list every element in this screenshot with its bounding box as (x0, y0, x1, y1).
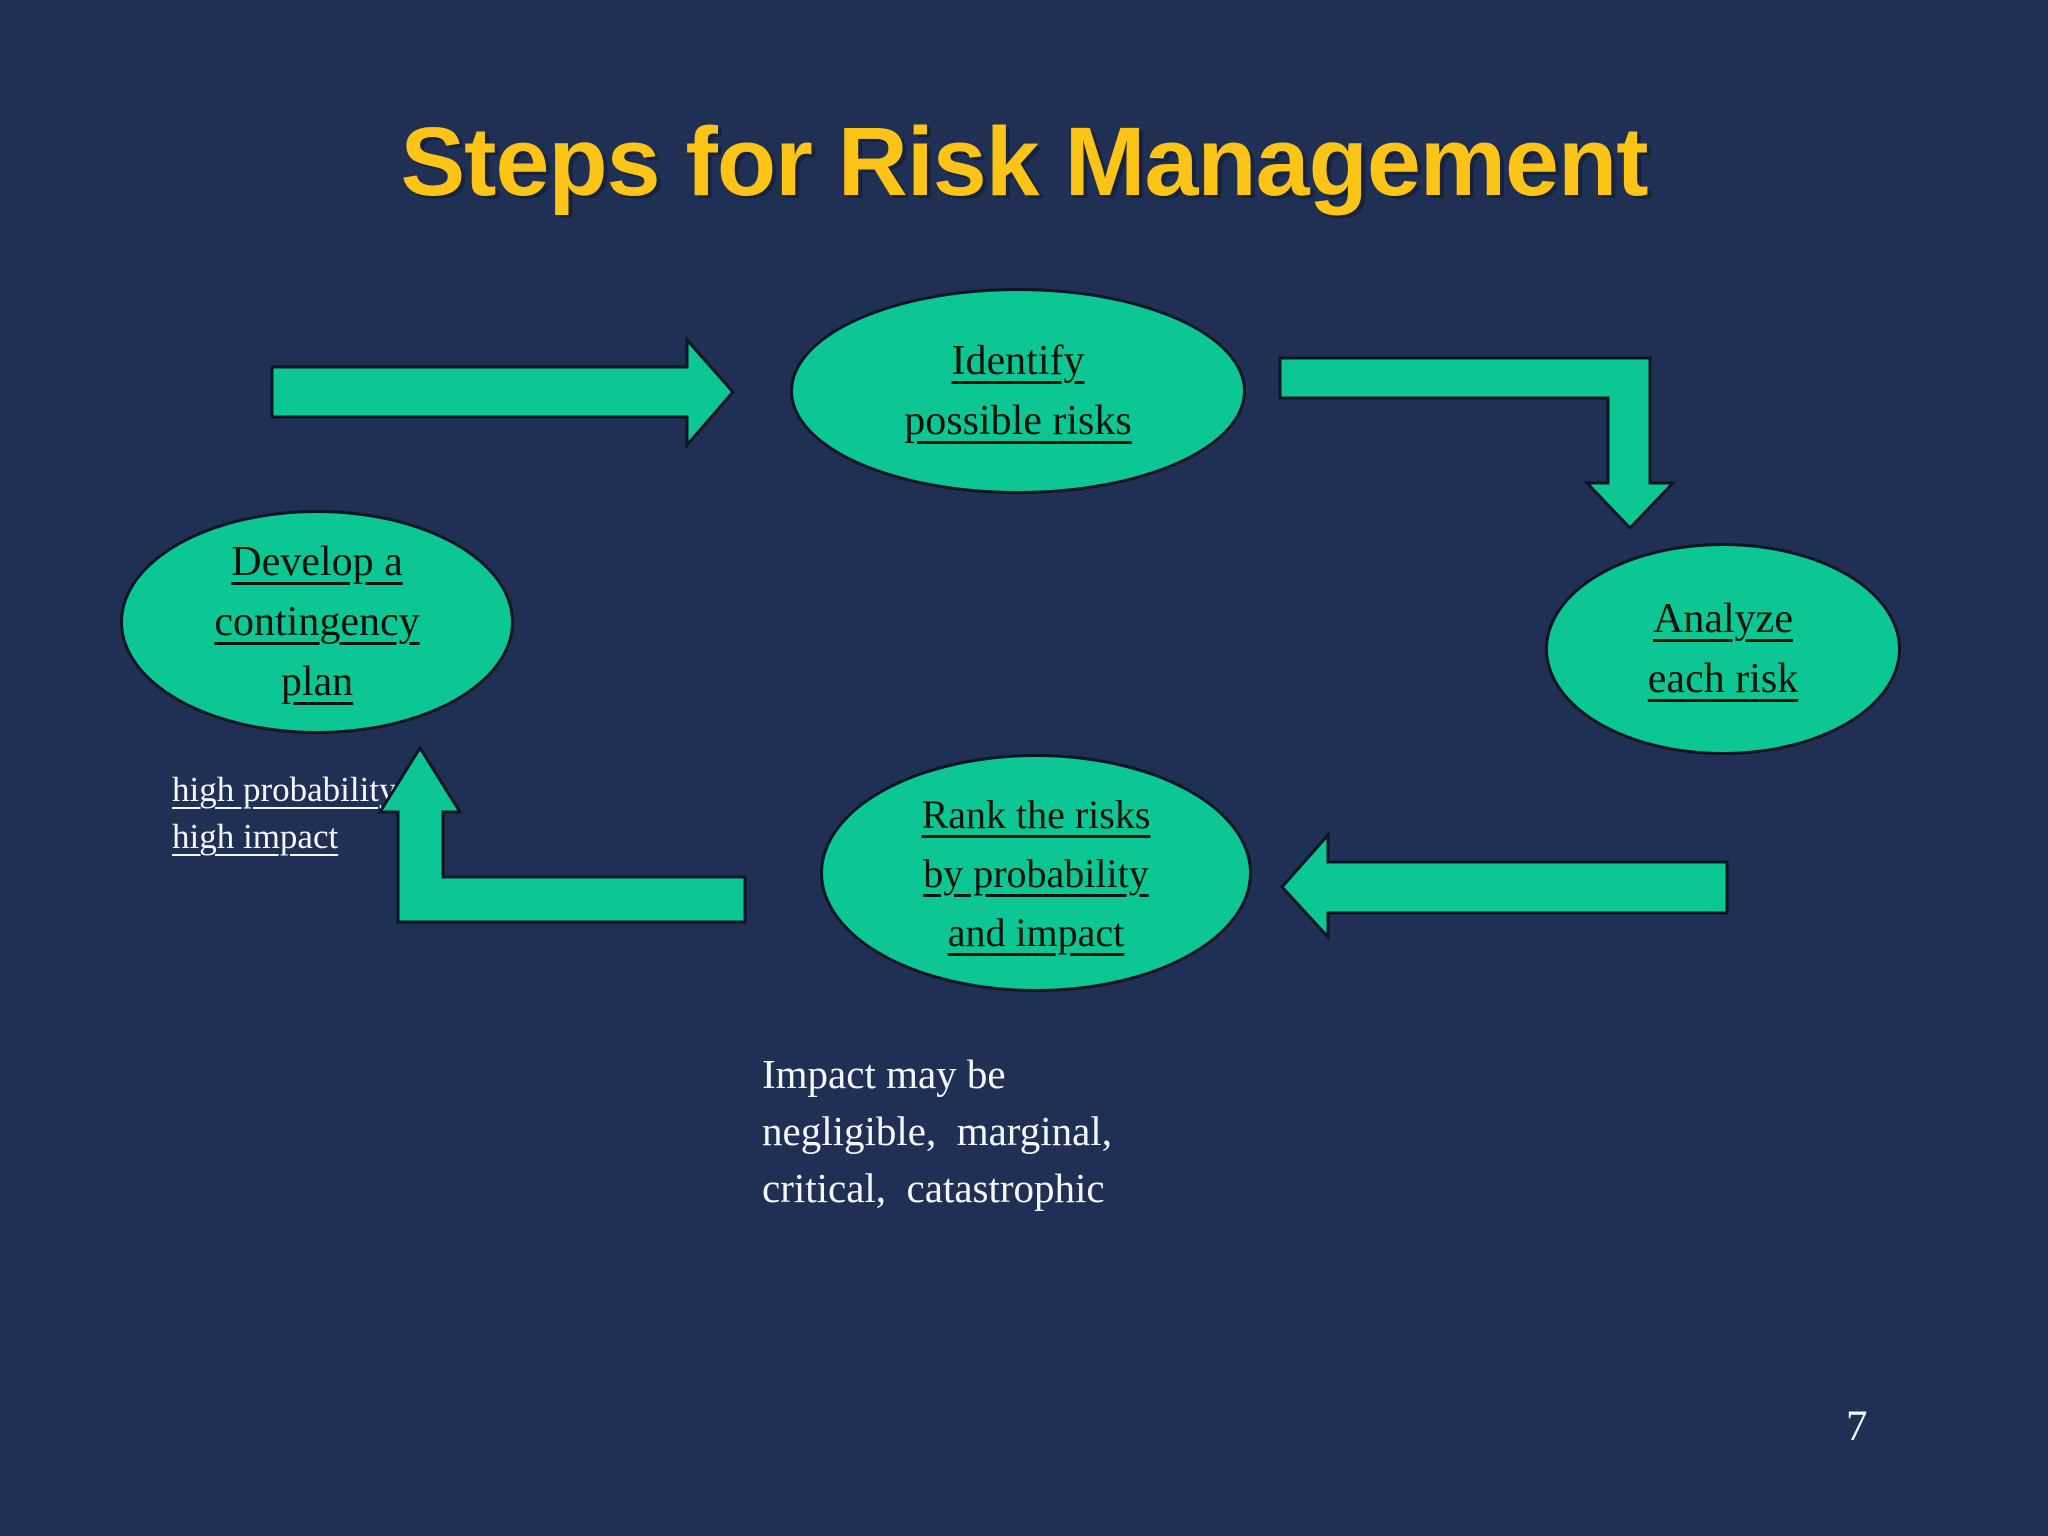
node-develop-contingency-plan: Develop a contingency plan (120, 510, 514, 734)
node-label-line: and impact (947, 909, 1125, 955)
arrow-identify-to-analyze-icon (1278, 356, 1677, 531)
node-identify-possible-risks: Identify possible risks (790, 288, 1246, 494)
arrow-analyze-to-rank-icon (1279, 831, 1729, 941)
annotation-line: critical, catastrophic (762, 1165, 1105, 1211)
annotation-line: high impact (172, 817, 339, 856)
annotation-high-probability-impact: high probability high impact (172, 766, 397, 860)
node-label-line: by probability (923, 850, 1149, 896)
node-label-line: contingency (214, 599, 420, 645)
node-label-line: plan (280, 659, 354, 705)
page-number: 7 (1846, 1403, 1868, 1450)
arrow-rank-to-develop-icon (377, 745, 747, 924)
annotation-impact-note: Impact may be negligible, marginal, crit… (762, 1046, 1112, 1217)
slide-title: Steps for Risk Management (400, 107, 1648, 216)
node-label-line: Analyze (1653, 596, 1793, 642)
node-label-line: Rank the risks (921, 791, 1151, 837)
node-label-line: Develop a (231, 539, 403, 585)
annotation-line: high probability (172, 770, 397, 809)
annotation-line: Impact may be (762, 1051, 1006, 1097)
node-label-line: Identify (951, 338, 1085, 384)
arrow-into-identify-icon (270, 336, 735, 450)
node-label-line: each risk (1647, 656, 1799, 702)
node-rank-the-risks: Rank the risks by probability and impact (820, 754, 1252, 992)
annotation-line: negligible, marginal, (762, 1108, 1112, 1154)
node-label-line: possible risks (904, 398, 1132, 444)
node-analyze-each-risk: Analyze each risk (1545, 543, 1901, 755)
